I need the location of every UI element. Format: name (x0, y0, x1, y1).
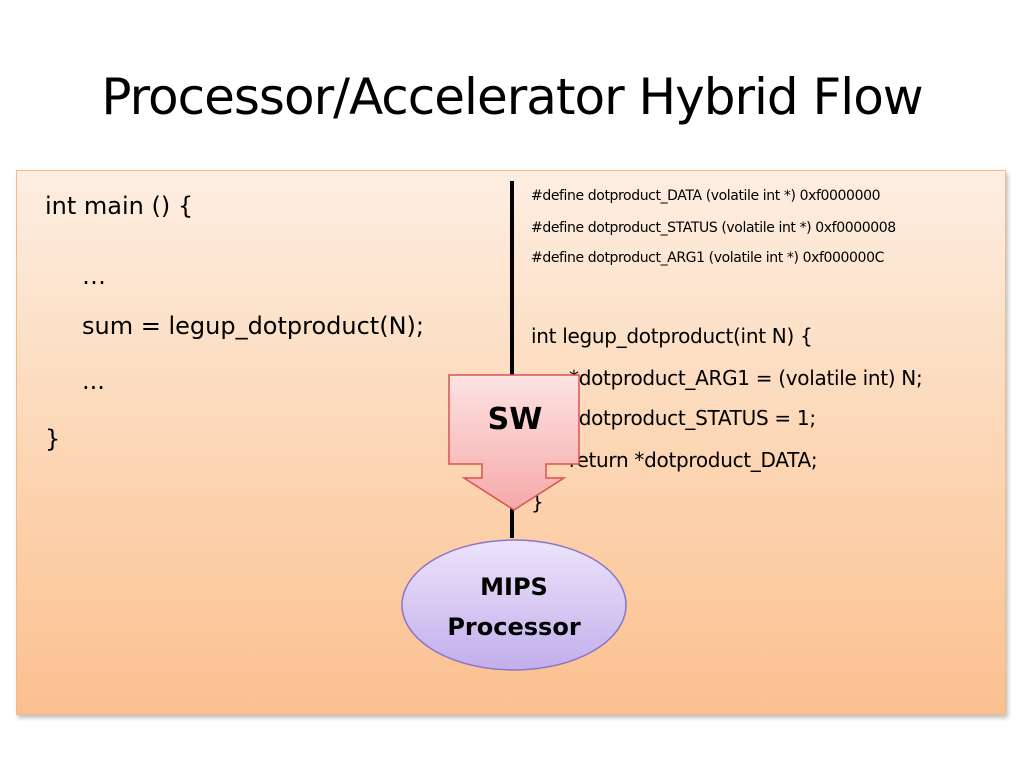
code-line-func-signature: int legup_dotproduct(int N) { (531, 324, 813, 348)
code-line-sum-call: sum = legup_dotproduct(N); (82, 312, 424, 340)
define-line-data: #define dotproduct_DATA (volatile int *)… (531, 188, 881, 204)
code-line-ellipsis-1: … (82, 262, 106, 290)
vertical-divider (510, 181, 514, 538)
code-line-arg-assign: *dotproduct_ARG1 = (volatile int) N; (569, 366, 923, 390)
slide-title: Processor/Accelerator Hybrid Flow (101, 68, 923, 126)
mips-processor-label: MIPS Processor (400, 567, 628, 647)
code-line-main-close: } (45, 425, 61, 453)
mips-label-line-1: MIPS (480, 573, 548, 601)
code-line-main-signature: int main () { (45, 192, 194, 220)
mips-processor-node (401, 539, 627, 671)
code-line-ellipsis-2: ... (82, 367, 105, 395)
code-line-return: return *dotproduct_DATA; (569, 448, 818, 472)
mips-label-line-2: Processor (447, 613, 581, 641)
define-line-status: #define dotproduct_STATUS (volatile int … (531, 220, 896, 236)
code-line-status-assign: *dotproduct_STATUS = 1; (569, 406, 816, 430)
sw-arrow-shape (448, 374, 580, 511)
sw-label: SW (487, 402, 543, 437)
define-line-arg1: #define dotproduct_ARG1 (volatile int *)… (531, 250, 884, 266)
